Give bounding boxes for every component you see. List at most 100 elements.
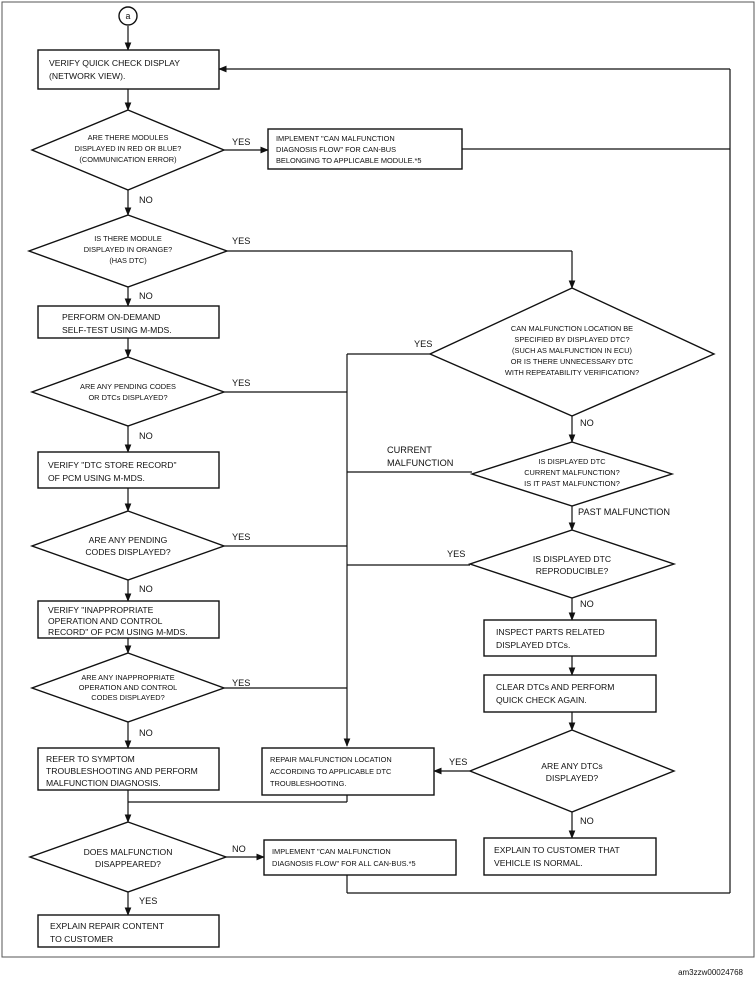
svg-text:PERFORM ON-DEMAND: PERFORM ON-DEMAND <box>62 312 160 322</box>
svg-text:CODES DISPLAYED?: CODES DISPLAYED? <box>85 547 171 557</box>
svg-text:DISPLAYED IN ORANGE?: DISPLAYED IN ORANGE? <box>84 245 173 254</box>
svg-text:VEHICLE IS NORMAL.: VEHICLE IS NORMAL. <box>494 858 583 868</box>
no-label: NO <box>139 291 153 301</box>
svg-text:CODES DISPLAYED?: CODES DISPLAYED? <box>91 693 164 702</box>
no-label: NO <box>580 599 594 609</box>
box-clear-dtcs: CLEAR DTCs AND PERFORM QUICK CHECK AGAIN… <box>483 674 657 713</box>
svg-text:DOES MALFUNCTION: DOES MALFUNCTION <box>84 847 173 857</box>
svg-text:REPAIR MALFUNCTION LOCATION: REPAIR MALFUNCTION LOCATION <box>270 755 392 764</box>
svg-text:BELONGING TO APPLICABLE MODULE: BELONGING TO APPLICABLE MODULE.*5 <box>276 156 422 165</box>
decision-malfunction-disappeared: DOES MALFUNCTION DISAPPEARED? <box>27 821 229 893</box>
svg-text:TROUBLESHOOTING.: TROUBLESHOOTING. <box>270 779 346 788</box>
svg-text:QUICK CHECK AGAIN.: QUICK CHECK AGAIN. <box>496 695 587 705</box>
box-verify-inappropriate: VERIFY "INAPPROPRIATE OPERATION AND CONT… <box>37 600 220 639</box>
yes-label: YES <box>232 236 250 246</box>
decision-inappropriate-codes: ARE ANY INAPPROPRIATE OPERATION AND CONT… <box>29 652 227 723</box>
svg-text:IS DISPLAYED DTC: IS DISPLAYED DTC <box>538 457 606 466</box>
decision-location-specified: CAN MALFUNCTION LOCATION BE SPECIFIED BY… <box>428 287 716 417</box>
svg-text:EXPLAIN TO CUSTOMER THAT: EXPLAIN TO CUSTOMER THAT <box>494 845 621 855</box>
svg-text:SELF-TEST USING M-MDS.: SELF-TEST USING M-MDS. <box>62 325 172 335</box>
decision-orange: IS THERE MODULE DISPLAYED IN ORANGE? (HA… <box>26 214 230 288</box>
svg-text:ACCORDING TO APPLICABLE DTC: ACCORDING TO APPLICABLE DTC <box>270 767 392 776</box>
svg-text:TO CUSTOMER: TO CUSTOMER <box>50 934 113 944</box>
svg-text:ARE ANY PENDING: ARE ANY PENDING <box>89 535 168 545</box>
svg-text:IS DISPLAYED DTC: IS DISPLAYED DTC <box>533 554 611 564</box>
svg-text:TROUBLESHOOTING AND PERFORM: TROUBLESHOOTING AND PERFORM <box>46 766 198 776</box>
no-label: NO <box>139 584 153 594</box>
svg-text:OPERATION AND CONTROL: OPERATION AND CONTROL <box>79 683 177 692</box>
svg-text:ARE ANY PENDING CODES: ARE ANY PENDING CODES <box>80 382 176 391</box>
yes-label: YES <box>232 678 250 688</box>
svg-text:VERIFY QUICK CHECK DISPLAY: VERIFY QUICK CHECK DISPLAY <box>49 58 180 68</box>
no-label: NO <box>139 728 153 738</box>
svg-text:(COMMUNICATION ERROR): (COMMUNICATION ERROR) <box>79 155 176 164</box>
svg-text:EXPLAIN REPAIR CONTENT: EXPLAIN REPAIR CONTENT <box>50 921 165 931</box>
box-repair-location: REPAIR MALFUNCTION LOCATION ACCORDING TO… <box>261 747 435 796</box>
svg-text:WITH REPEATABILITY VERIFICATIO: WITH REPEATABILITY VERIFICATION? <box>505 368 639 377</box>
current-malfunction-label: MALFUNCTION <box>387 458 453 468</box>
box-implement-can-module: IMPLEMENT "CAN MALFUNCTION DIAGNOSIS FLO… <box>267 128 463 170</box>
svg-text:DISPLAYED IN RED OR BLUE?: DISPLAYED IN RED OR BLUE? <box>75 144 182 153</box>
svg-text:CLEAR DTCs AND PERFORM: CLEAR DTCs AND PERFORM <box>496 682 614 692</box>
svg-text:IS IT PAST MALFUNCTION?: IS IT PAST MALFUNCTION? <box>524 479 620 488</box>
decision-reproducible: IS DISPLAYED DTC REPRODUCIBLE? <box>467 529 677 599</box>
svg-text:IMPLEMENT "CAN MALFUNCTION: IMPLEMENT "CAN MALFUNCTION <box>272 847 391 856</box>
svg-text:ARE ANY INAPPROPRIATE: ARE ANY INAPPROPRIATE <box>81 673 174 682</box>
svg-text:OPERATION AND CONTROL: OPERATION AND CONTROL <box>48 616 163 626</box>
decision-pending-or-dtcs: ARE ANY PENDING CODES OR DTCs DISPLAYED? <box>29 356 227 427</box>
box-explain-normal: EXPLAIN TO CUSTOMER THAT VEHICLE IS NORM… <box>483 837 657 876</box>
svg-text:ARE THERE MODULES: ARE THERE MODULES <box>88 133 169 142</box>
svg-text:CAN MALFUNCTION LOCATION BE: CAN MALFUNCTION LOCATION BE <box>511 324 633 333</box>
past-malfunction-label: PAST MALFUNCTION <box>578 507 670 517</box>
yes-label: YES <box>232 137 250 147</box>
svg-text:MALFUNCTION DIAGNOSIS.: MALFUNCTION DIAGNOSIS. <box>46 778 161 788</box>
svg-text:DIAGNOSIS FLOW" FOR CAN-BUS: DIAGNOSIS FLOW" FOR CAN-BUS <box>276 145 396 154</box>
svg-text:REFER TO SYMPTOM: REFER TO SYMPTOM <box>46 754 135 764</box>
start-connector: a <box>118 6 138 26</box>
yes-label: YES <box>139 896 157 906</box>
current-malfunction-label: CURRENT <box>387 445 432 455</box>
decision-pending-codes: ARE ANY PENDING CODES DISPLAYED? <box>29 510 227 581</box>
svg-text:OR DTCs DISPLAYED?: OR DTCs DISPLAYED? <box>88 393 167 402</box>
svg-text:IMPLEMENT "CAN MALFUNCTION: IMPLEMENT "CAN MALFUNCTION <box>276 134 395 143</box>
svg-text:OF PCM USING M-MDS.: OF PCM USING M-MDS. <box>48 473 145 483</box>
svg-text:OR IS THERE UNNECESSARY DTC: OR IS THERE UNNECESSARY DTC <box>511 357 634 366</box>
yes-label: YES <box>232 378 250 388</box>
svg-text:REPRODUCIBLE?: REPRODUCIBLE? <box>536 566 609 576</box>
decision-red-or-blue: ARE THERE MODULES DISPLAYED IN RED OR BL… <box>30 109 226 191</box>
svg-text:CURRENT MALFUNCTION?: CURRENT MALFUNCTION? <box>524 468 620 477</box>
diagram-frame <box>1 1 755 958</box>
svg-text:INSPECT PARTS RELATED: INSPECT PARTS RELATED <box>496 627 605 637</box>
svg-text:(NETWORK VIEW).: (NETWORK VIEW). <box>49 71 125 81</box>
yes-label: YES <box>414 339 432 349</box>
box-refer-symptom: REFER TO SYMPTOM TROUBLESHOOTING AND PER… <box>37 747 220 791</box>
no-label: NO <box>232 844 246 854</box>
svg-text:SPECIFIED BY DISPLAYED DTC?: SPECIFIED BY DISPLAYED DTC? <box>514 335 629 344</box>
box-on-demand-self-test: PERFORM ON-DEMAND SELF-TEST USING M-MDS. <box>37 305 220 339</box>
svg-text:DIAGNOSIS FLOW" FOR ALL CAN-BU: DIAGNOSIS FLOW" FOR ALL CAN-BUS.*5 <box>272 859 416 868</box>
start-connector-label: a <box>126 11 131 21</box>
no-label: NO <box>580 816 594 826</box>
box-inspect-parts: INSPECT PARTS RELATED DISPLAYED DTCs. <box>483 619 657 657</box>
svg-text:(SUCH AS MALFUNCTION IN ECU): (SUCH AS MALFUNCTION IN ECU) <box>512 346 632 355</box>
no-label: NO <box>139 195 153 205</box>
box-verify-dtc-store: VERIFY "DTC STORE RECORD" OF PCM USING M… <box>37 451 220 489</box>
figure-code: am3zzw00024768 <box>678 968 743 977</box>
decision-any-dtcs: ARE ANY DTCs DISPLAYED? <box>468 729 676 813</box>
yes-label: YES <box>232 532 250 542</box>
branch-labels: YES NO YES NO YES NO YES NO YES NO NO YE… <box>139 137 670 906</box>
svg-text:IS THERE MODULE: IS THERE MODULE <box>94 234 162 243</box>
svg-text:VERIFY "DTC STORE RECORD": VERIFY "DTC STORE RECORD" <box>48 460 177 470</box>
decision-current-or-past: IS DISPLAYED DTC CURRENT MALFUNCTION? IS… <box>469 441 675 507</box>
box-explain-repair: EXPLAIN REPAIR CONTENT TO CUSTOMER <box>37 914 220 948</box>
svg-text:DISPLAYED DTCs.: DISPLAYED DTCs. <box>496 640 570 650</box>
no-label: NO <box>580 418 594 428</box>
svg-text:RECORD" OF PCM USING M-MDS.: RECORD" OF PCM USING M-MDS. <box>48 627 188 637</box>
yes-label: YES <box>447 549 465 559</box>
svg-text:DISAPPEARED?: DISAPPEARED? <box>95 859 161 869</box>
connector-lines <box>124 26 731 916</box>
svg-text:VERIFY "INAPPROPRIATE: VERIFY "INAPPROPRIATE <box>48 605 154 615</box>
svg-text:ARE ANY DTCs: ARE ANY DTCs <box>541 761 602 771</box>
box-verify-quick-check: VERIFY QUICK CHECK DISPLAY (NETWORK VIEW… <box>37 49 220 90</box>
